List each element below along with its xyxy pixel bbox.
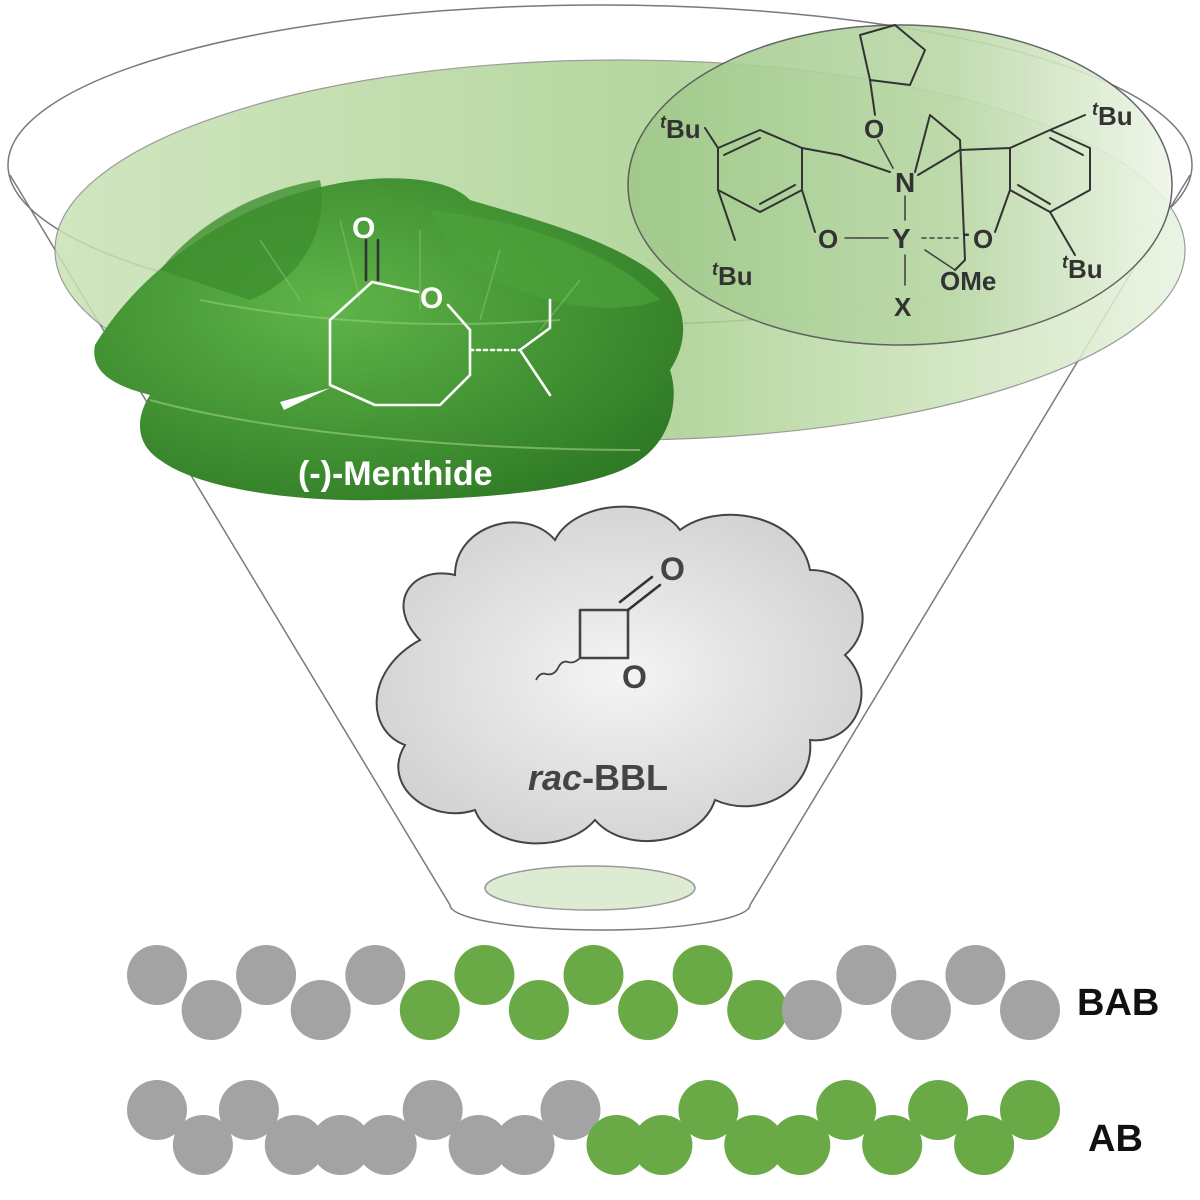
bbl-bead (356, 1115, 417, 1175)
phenoxide-o-left: O (818, 224, 838, 254)
menthide-bead (632, 1115, 693, 1175)
mint-leaves-image (94, 178, 684, 501)
ome-ligand: OMe (940, 266, 996, 296)
tbu-top-left: tBu (660, 112, 701, 144)
chain-bab-label: BAB (1077, 982, 1160, 1024)
menthide-bead (563, 945, 624, 1005)
menthide-bead (508, 980, 569, 1040)
bbl-bead (264, 1115, 325, 1175)
bbl-bead (236, 945, 297, 1005)
menthide-bead (908, 1080, 969, 1140)
bbl-bead (345, 945, 406, 1005)
bbl-bead (448, 1115, 509, 1175)
menthide-bead (1000, 1080, 1060, 1140)
menthide-bead (816, 1080, 877, 1140)
bbl-bead (540, 1080, 601, 1140)
phenoxide-o-right: O (973, 224, 993, 254)
bbl-bead (218, 1080, 279, 1140)
amine-n: N (895, 167, 915, 198)
menthide-bead (678, 1080, 739, 1140)
x-ligand: X (894, 292, 912, 322)
bbl-bead (1000, 980, 1060, 1040)
thf-o: O (864, 114, 884, 144)
bbl-bead (781, 980, 842, 1040)
bbl-label: rac-BBL (528, 757, 668, 798)
bbl-bead (310, 1115, 371, 1175)
bbl-bead (172, 1115, 233, 1175)
menthide-bead (454, 945, 515, 1005)
methoxy-dash: - (963, 223, 970, 245)
funnel-outlet (484, 865, 696, 911)
bbl-bead (127, 945, 187, 1005)
chain-bab (127, 945, 1060, 1040)
menthide-label: (-)-Menthide (298, 455, 493, 493)
menthide-bead (770, 1115, 831, 1175)
funnel-body (9, 174, 1191, 931)
bbl-bead (290, 980, 351, 1040)
bbl-carbonyl-o: O (660, 551, 685, 587)
bbl-ring-o: O (622, 659, 647, 695)
bbl-structure: O O (535, 551, 685, 695)
menthide-bead (586, 1115, 647, 1175)
bbl-bead (127, 1080, 187, 1140)
menthide-bead (618, 980, 679, 1040)
menthide-bead (954, 1115, 1015, 1175)
bbl-bead (890, 980, 951, 1040)
tbu-bottom-left: tBu (712, 259, 753, 291)
catalyst-bubble (627, 24, 1173, 346)
tbu-top-right: tBu (1092, 99, 1133, 131)
menthide-bead (672, 945, 733, 1005)
chain-ab-label: AB (1088, 1118, 1143, 1160)
bbl-bead (494, 1115, 555, 1175)
menthide-bead (727, 980, 788, 1040)
bbl-bead (181, 980, 242, 1040)
bbl-bead (945, 945, 1006, 1005)
menthide-carbonyl-o: O (352, 212, 375, 245)
menthide-structure: O O (280, 212, 552, 410)
bbl-bead (836, 945, 897, 1005)
menthide-bead (724, 1115, 785, 1175)
menthide-bead (862, 1115, 923, 1175)
bbl-cloud (375, 505, 864, 845)
chain-ab (127, 1080, 1060, 1175)
menthide-ring-o: O (420, 282, 443, 315)
menthide-bead (399, 980, 460, 1040)
catalyst-structure: O N Y X OMe O - O tBu tBu (660, 24, 1133, 322)
wedge-bond (280, 388, 330, 410)
bbl-bead (402, 1080, 463, 1140)
yttrium-y: Y (892, 223, 911, 254)
tbu-bottom-right: tBu (1062, 252, 1103, 284)
